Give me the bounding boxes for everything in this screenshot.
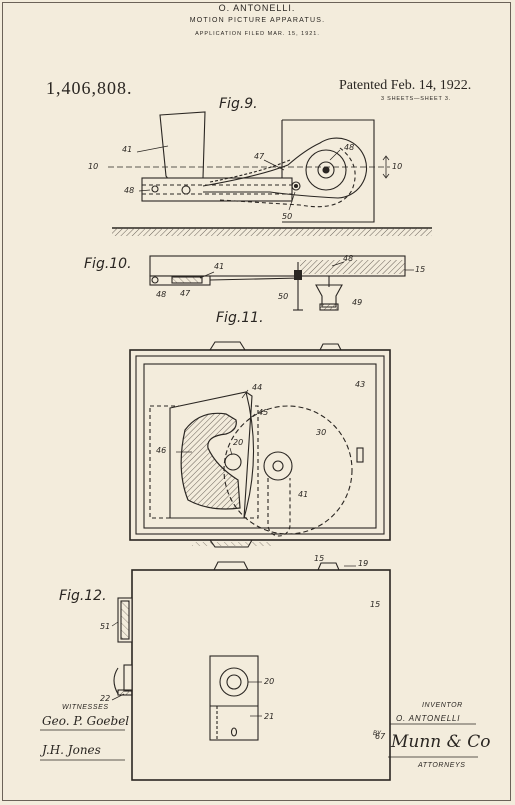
fig11-ref-20: 20	[233, 438, 244, 447]
fig9-drawing	[108, 111, 432, 236]
inventor-signature: O. ANTONELLI	[396, 714, 461, 723]
fig12-ref-22: 22	[100, 694, 111, 703]
fig9-ref-48-left: 48	[124, 186, 135, 195]
fig11-ref-44: 44	[252, 383, 263, 392]
witness-signature-1: Geo. P. Goebel	[42, 714, 130, 728]
inventor-label: INVENTOR	[422, 702, 463, 709]
witness-signature-2: J.H. Jones	[42, 743, 101, 757]
fig9-label: Fig.9.	[219, 96, 258, 112]
fig9-ref-10-left: 10	[88, 162, 99, 171]
fig9-ref-47: 47	[254, 152, 265, 161]
attorney-signature: Munn & Co	[391, 732, 491, 752]
fig11-drawing	[129, 341, 391, 548]
fig12-ref-20: 20	[264, 677, 275, 686]
attorneys-label: ATTORNEYS	[418, 762, 466, 769]
fig11-ref-43: 43	[355, 380, 366, 389]
fig12-ref-19: 19	[358, 559, 369, 568]
fig10-ref-49: 49	[352, 298, 363, 307]
patented-date: Patented Feb. 14, 1922.	[339, 78, 472, 93]
fig12-label: Fig.12.	[59, 588, 107, 604]
fig10-drawing	[149, 255, 414, 311]
fig12-ref-67: 67	[375, 732, 386, 741]
fig10-ref-47: 47	[180, 289, 191, 298]
fig12-ref-51: 51	[100, 622, 111, 631]
signature-flourishes	[40, 723, 478, 761]
by-label: BY	[373, 731, 382, 737]
fig11-ref-45: 45	[258, 408, 269, 417]
fig12-drawing	[111, 561, 391, 781]
application-filed-date: APPLICATION FILED MAR. 15, 1921.	[195, 31, 320, 37]
patent-number: 1,406,808.	[46, 78, 133, 98]
fig10-ref-48-left: 48	[156, 290, 167, 299]
fig10-ref-41: 41	[214, 262, 225, 271]
fig12-ref-15-side: 15	[370, 600, 381, 609]
fig9-ref-50: 50	[282, 212, 293, 221]
fig11-label: Fig.11.	[216, 310, 264, 326]
patent-title: MOTION PICTURE APPARATUS.	[189, 17, 326, 24]
fig11-ref-46: 46	[156, 446, 167, 455]
fig12-ref-21: 21	[264, 712, 275, 721]
fig9-ref-10-right: 10	[392, 162, 403, 171]
fig10-ref-50: 50	[278, 292, 289, 301]
fig11-ref-30: 30	[316, 428, 327, 437]
sheet-count: 3 SHEETS—SHEET 3.	[381, 96, 452, 102]
fig10-ref-48-right: 48	[343, 254, 354, 263]
fig10-label: Fig.10.	[84, 256, 132, 272]
witnesses-label: WITNESSES	[62, 704, 109, 711]
fig9-ref-48-right: 48	[344, 143, 355, 152]
inventor-name-header: O. ANTONELLI.	[218, 3, 296, 13]
fig10-ref-15: 15	[415, 265, 426, 274]
fig11-ref-41: 41	[298, 490, 309, 499]
fig12-ref-15-top: 15	[314, 554, 325, 563]
fig9-ref-41: 41	[122, 145, 133, 154]
